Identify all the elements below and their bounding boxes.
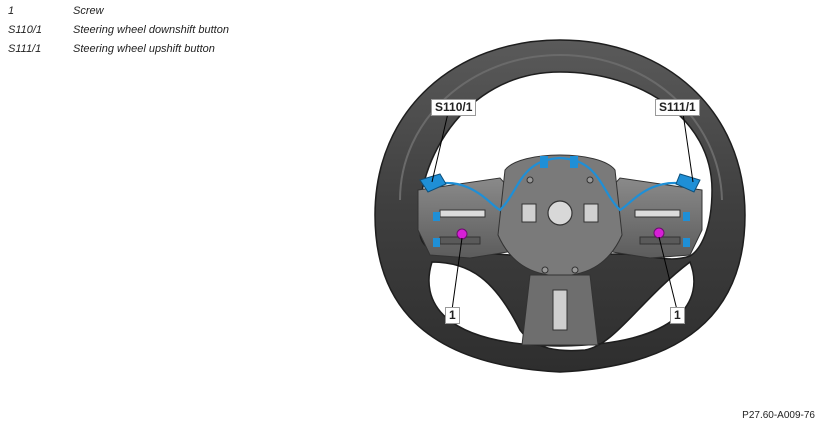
legend-key: S111/1 — [8, 43, 42, 55]
legend-description: Screw — [73, 5, 104, 17]
left-spoke-slot — [439, 209, 486, 218]
cable-clip — [683, 238, 690, 247]
leader-line-upshift — [682, 112, 694, 183]
leader-line-downshift — [431, 112, 449, 183]
cable-clip — [683, 212, 690, 221]
hub-slot-right — [583, 203, 599, 223]
mount-screw — [571, 266, 579, 274]
cable-clip — [570, 156, 578, 168]
wheel-rim — [374, 39, 746, 373]
cable-clip — [433, 238, 440, 247]
cable-clip — [540, 156, 548, 168]
mount-screw — [541, 266, 549, 274]
shift-cable — [431, 156, 691, 212]
screw-left — [456, 228, 468, 240]
figure-id: P27.60-A009-76 — [742, 410, 815, 421]
leader-line-screw-right — [658, 236, 678, 311]
callout-screw-left: 1 — [445, 307, 460, 324]
legend-description: Steering wheel upshift button — [73, 43, 215, 55]
cable-clip — [433, 212, 440, 221]
mount-screw — [526, 176, 534, 184]
hub-slot-left — [521, 203, 537, 223]
legend-key: 1 — [8, 5, 15, 17]
legend-key: S110/1 — [8, 24, 43, 36]
callout-downshift: S110/1 — [431, 99, 477, 116]
legend-description: Steering wheel downshift button — [73, 24, 229, 36]
lower-spoke-slot — [552, 289, 568, 331]
upshift-paddle — [675, 173, 701, 193]
rim-highlight — [399, 53, 723, 201]
callout-upshift: S111/1 — [655, 99, 700, 116]
right-spoke-slot — [634, 209, 681, 218]
screw-right — [653, 227, 665, 239]
hub-center-hole — [547, 200, 573, 226]
callout-screw-right: 1 — [670, 307, 685, 324]
leader-line-screw-left — [451, 237, 463, 311]
mount-screw — [586, 176, 594, 184]
